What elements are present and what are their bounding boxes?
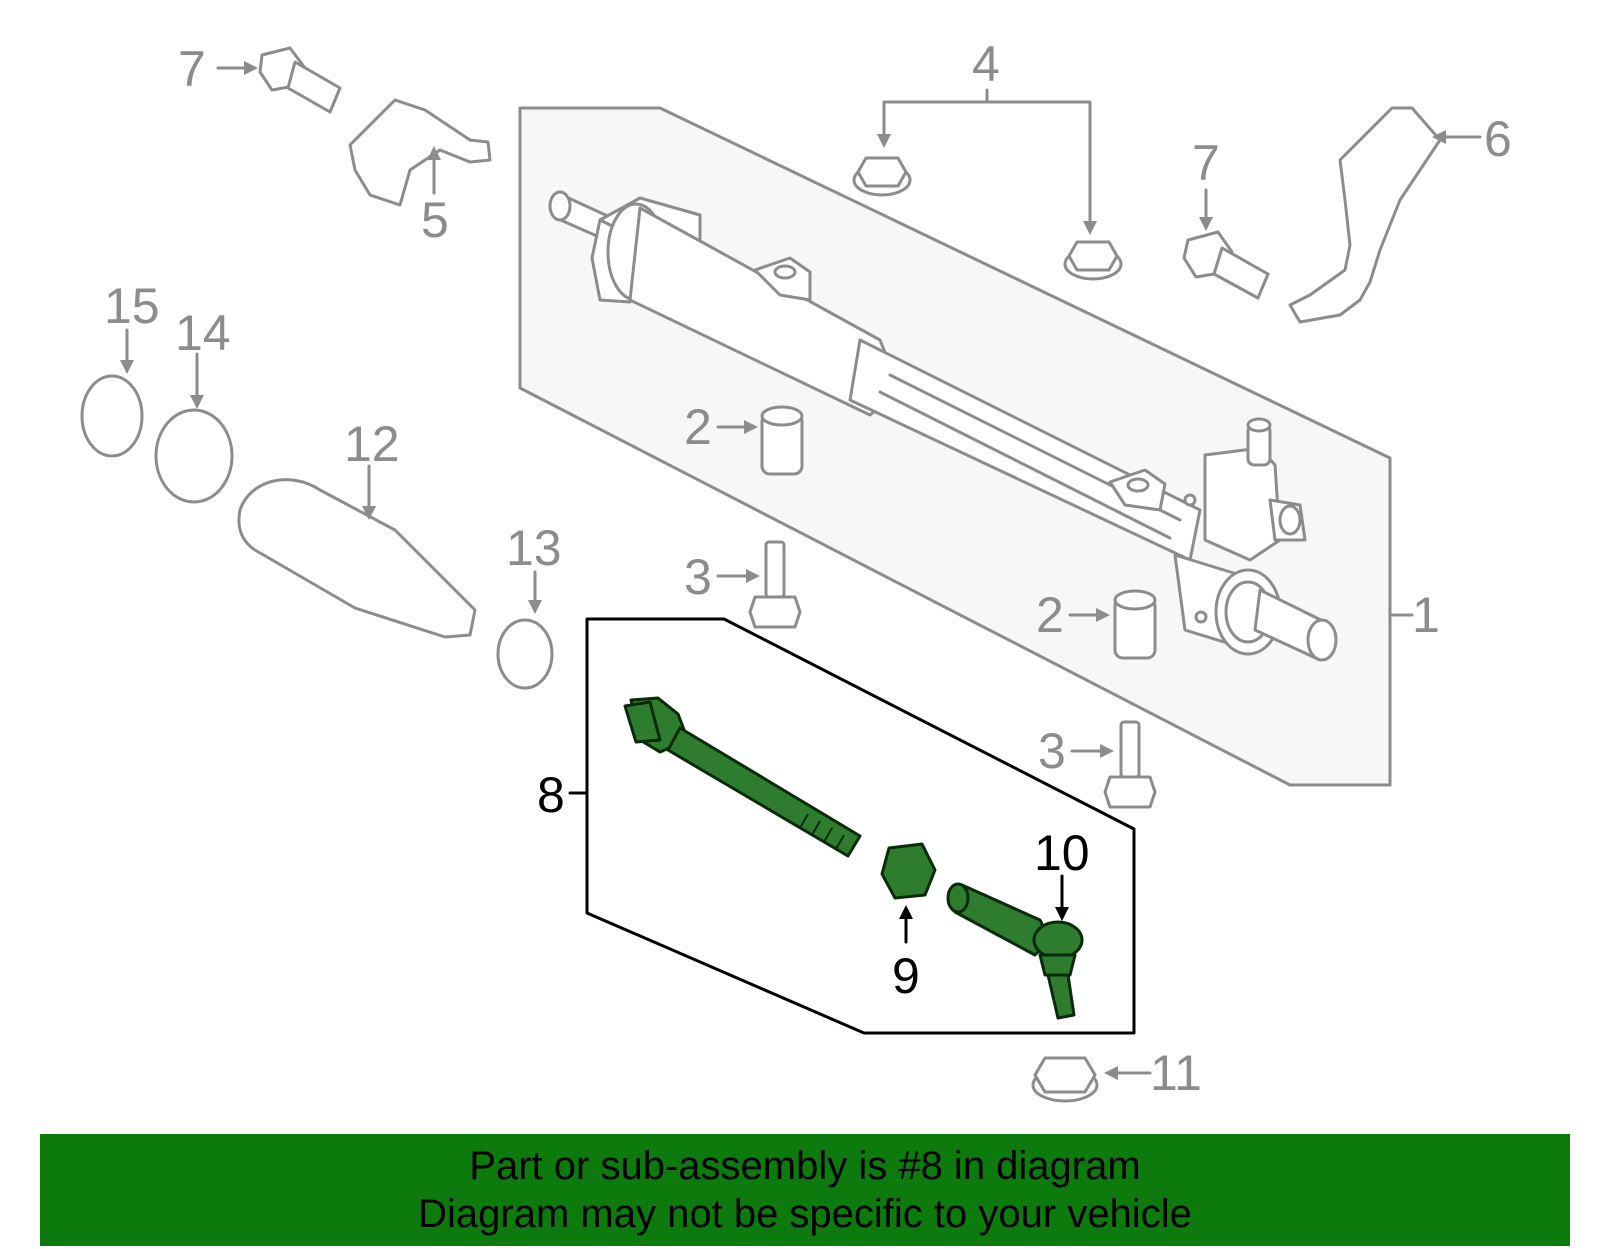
parts-diagram: 1 2 2 3 3 4 5 6 7 7 8 9 10 11 12 13 14 1… [80,36,1512,1103]
banner-line-1: Part or sub-assembly is #8 in diagram [469,1144,1141,1188]
bushing-2-upper [760,405,804,476]
callout-6: 6 [1484,111,1512,167]
jam-nut-9 [880,842,937,900]
bolt-7-top [258,46,342,114]
black-leaders [568,791,1069,944]
callout-2-lower: 2 [1036,587,1064,643]
banner-line-2: Diagram may not be specific to your vehi… [418,1192,1192,1236]
callout-13: 13 [506,520,562,576]
callout-4: 4 [972,36,1000,92]
nut-4-left [852,156,912,197]
callout-3-upper: 3 [684,549,712,605]
bolt-7-right [1182,230,1270,300]
callout-11: 11 [1150,1045,1202,1101]
heat-shield-6 [1288,106,1442,324]
grey-leaders [120,61,1482,1080]
callout-7-top: 7 [178,41,206,97]
callout-9: 9 [892,948,920,1004]
callout-1: 1 [1412,587,1440,643]
callout-14: 14 [175,305,231,361]
outer-tie-rod-end-10 [946,882,1084,1020]
callout-3-lower: 3 [1038,723,1066,779]
clamp-13 [496,618,554,690]
inner-tie-rod-8 [623,696,862,858]
clamp-14 [154,408,234,504]
callout-5: 5 [421,192,449,248]
callout-2-upper: 2 [684,399,712,455]
nut-11 [1031,1056,1099,1103]
info-banner: Part or sub-assembly is #8 in diagram Di… [40,1134,1570,1246]
steering-rack-assembly [548,190,1338,662]
ring-15 [80,374,144,458]
callout-8[interactable]: 8 [537,767,565,823]
bracket-5 [348,98,492,207]
callout-15: 15 [104,278,160,334]
boot-12 [237,478,477,639]
callout-10: 10 [1034,825,1090,881]
nut-4-right [1063,240,1123,281]
callout-12: 12 [344,416,400,472]
callout-7-right: 7 [1192,135,1220,191]
bushing-2-lower [1113,589,1157,660]
bolt-3-upper [748,540,802,629]
bolt-3-lower [1103,720,1157,809]
